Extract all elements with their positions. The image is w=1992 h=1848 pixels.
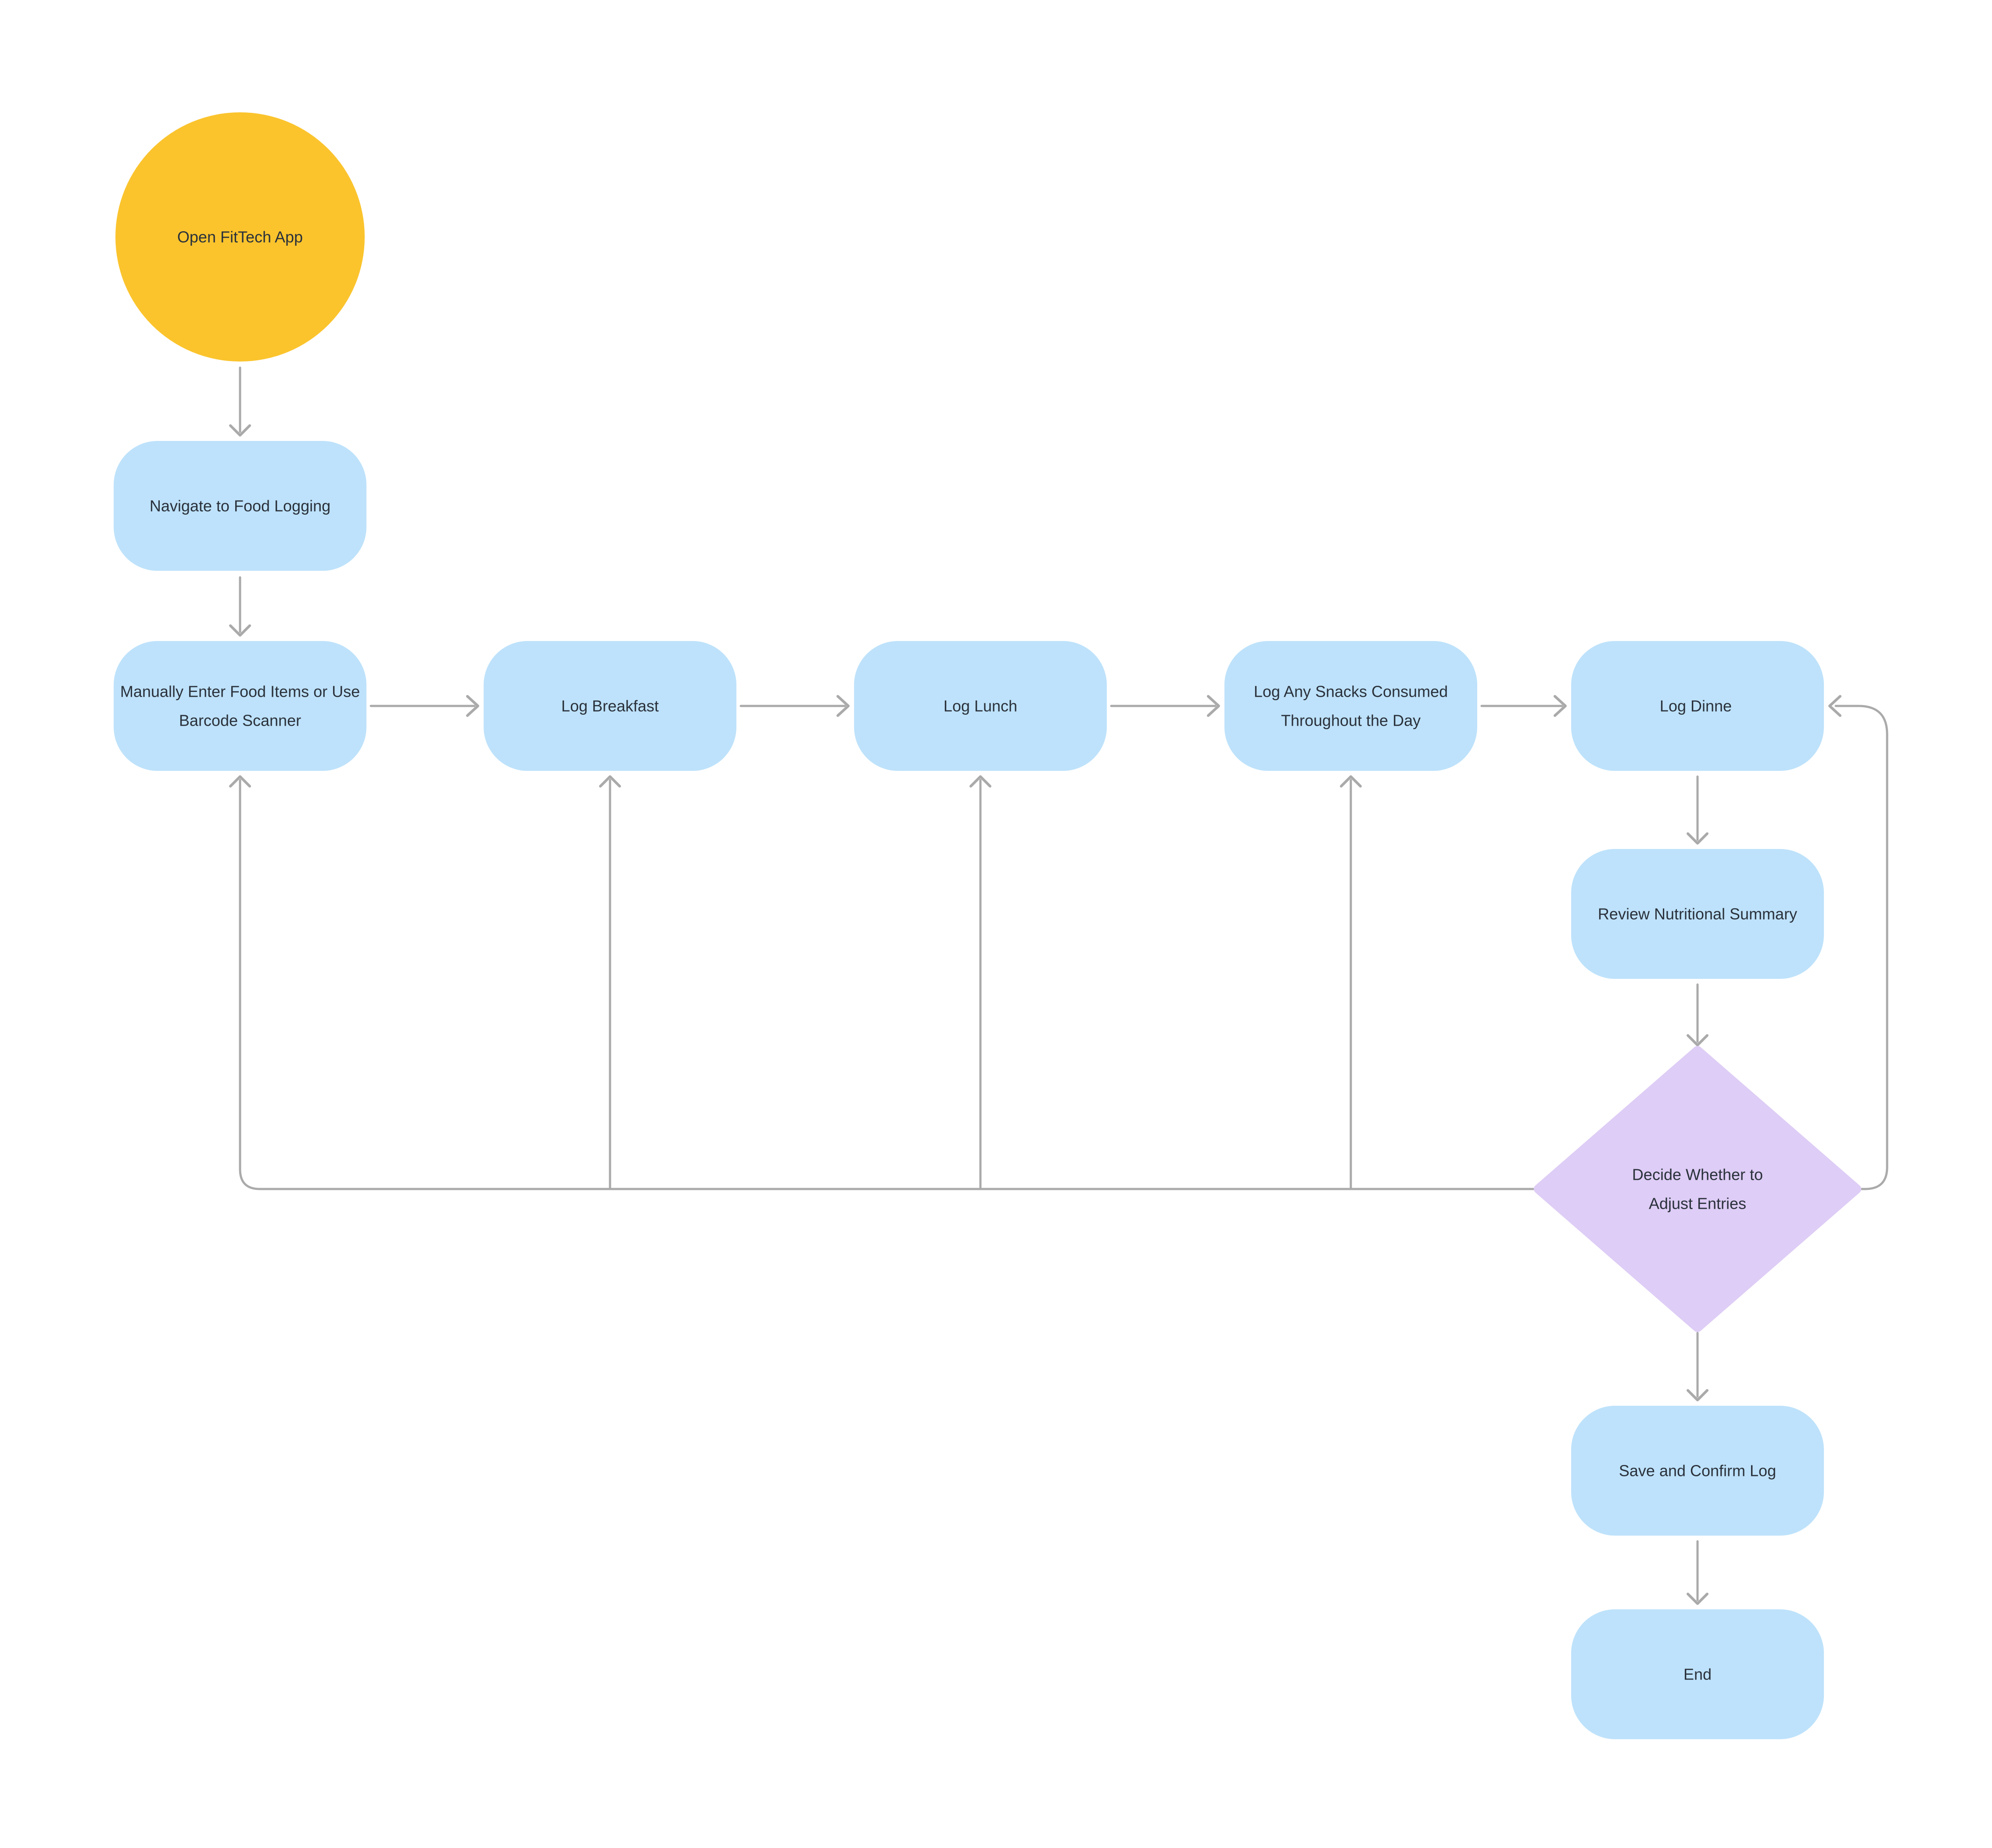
arrowhead-right-icon [836,695,850,717]
node-log-breakfast-label: Log Breakfast [561,697,659,715]
node-log-snacks[interactable]: Log Any Snacks Consumed Throughout the D… [1224,641,1477,771]
node-navigate-label: Navigate to Food Logging [150,497,330,515]
arrowhead-down-icon [1687,832,1708,845]
arrowhead-up-icon [229,775,251,788]
node-save-confirm-label: Save and Confirm Log [1619,1462,1776,1480]
node-decide-adjust-label-line2: Adjust Entries [1649,1195,1746,1213]
arrowhead-down-icon [229,424,251,437]
node-log-dinner[interactable]: Log Dinne [1571,641,1824,771]
edges [229,366,1888,1605]
node-log-snacks-label-line2: Throughout the Day [1281,712,1421,730]
arrowhead-down-icon [229,624,251,637]
arrowhead-down-icon [1687,1389,1708,1401]
node-end-label: End [1683,1665,1712,1683]
node-start-label: Open FitTech App [177,228,303,246]
log-lunch-shape[interactable] [854,641,1107,771]
node-log-snacks-label-line1: Log Any Snacks Consumed [1254,683,1448,701]
arrowhead-up-icon [1340,775,1362,788]
arrowhead-down-icon [1687,1593,1708,1605]
manual-entry-shape[interactable] [114,641,366,771]
save-confirm-shape[interactable] [1571,1406,1824,1536]
arrowhead-right-icon [466,695,479,717]
node-review-summary-label: Review Nutritional Summary [1598,905,1797,923]
arrowhead-left-icon [1828,695,1841,717]
decide-adjust-diamond-shape[interactable] [1534,1046,1861,1332]
start-circle-shape[interactable] [115,112,365,362]
node-navigate[interactable]: Navigate to Food Logging [114,441,366,571]
node-log-breakfast[interactable]: Log Breakfast [484,641,736,771]
node-decide-adjust[interactable]: Decide Whether to Adjust Entries [1534,1046,1861,1332]
node-decide-adjust-label-line1: Decide Whether to [1632,1166,1763,1184]
arrowhead-right-icon [1207,695,1220,717]
log-dinner-shape[interactable] [1571,641,1824,771]
node-start[interactable]: Open FitTech App [115,112,365,362]
navigate-shape[interactable] [114,441,366,571]
end-shape[interactable] [1571,1609,1824,1739]
review-summary-shape[interactable] [1571,849,1824,979]
node-log-dinner-label: Log Dinne [1660,697,1732,715]
node-manual-entry[interactable]: Manually Enter Food Items or Use Barcode… [114,641,366,771]
edge-decide-dinner-loop [1834,705,1888,1190]
arrowhead-up-icon [969,775,991,788]
node-manual-entry-label-line2: Barcode Scanner [179,712,301,730]
node-save-confirm[interactable]: Save and Confirm Log [1571,1406,1824,1536]
log-breakfast-shape[interactable] [484,641,736,771]
node-log-lunch[interactable]: Log Lunch [854,641,1107,771]
arrowhead-right-icon [1554,695,1567,717]
edge-decide-manual-loop [239,779,1536,1190]
arrowhead-up-icon [599,775,621,788]
node-end[interactable]: End [1571,1609,1824,1739]
arrowhead-down-icon [1687,1034,1708,1046]
node-review-summary[interactable]: Review Nutritional Summary [1571,849,1824,979]
log-snacks-shape[interactable] [1224,641,1477,771]
node-manual-entry-label-line1: Manually Enter Food Items or Use [120,683,360,701]
node-log-lunch-label: Log Lunch [944,697,1017,715]
